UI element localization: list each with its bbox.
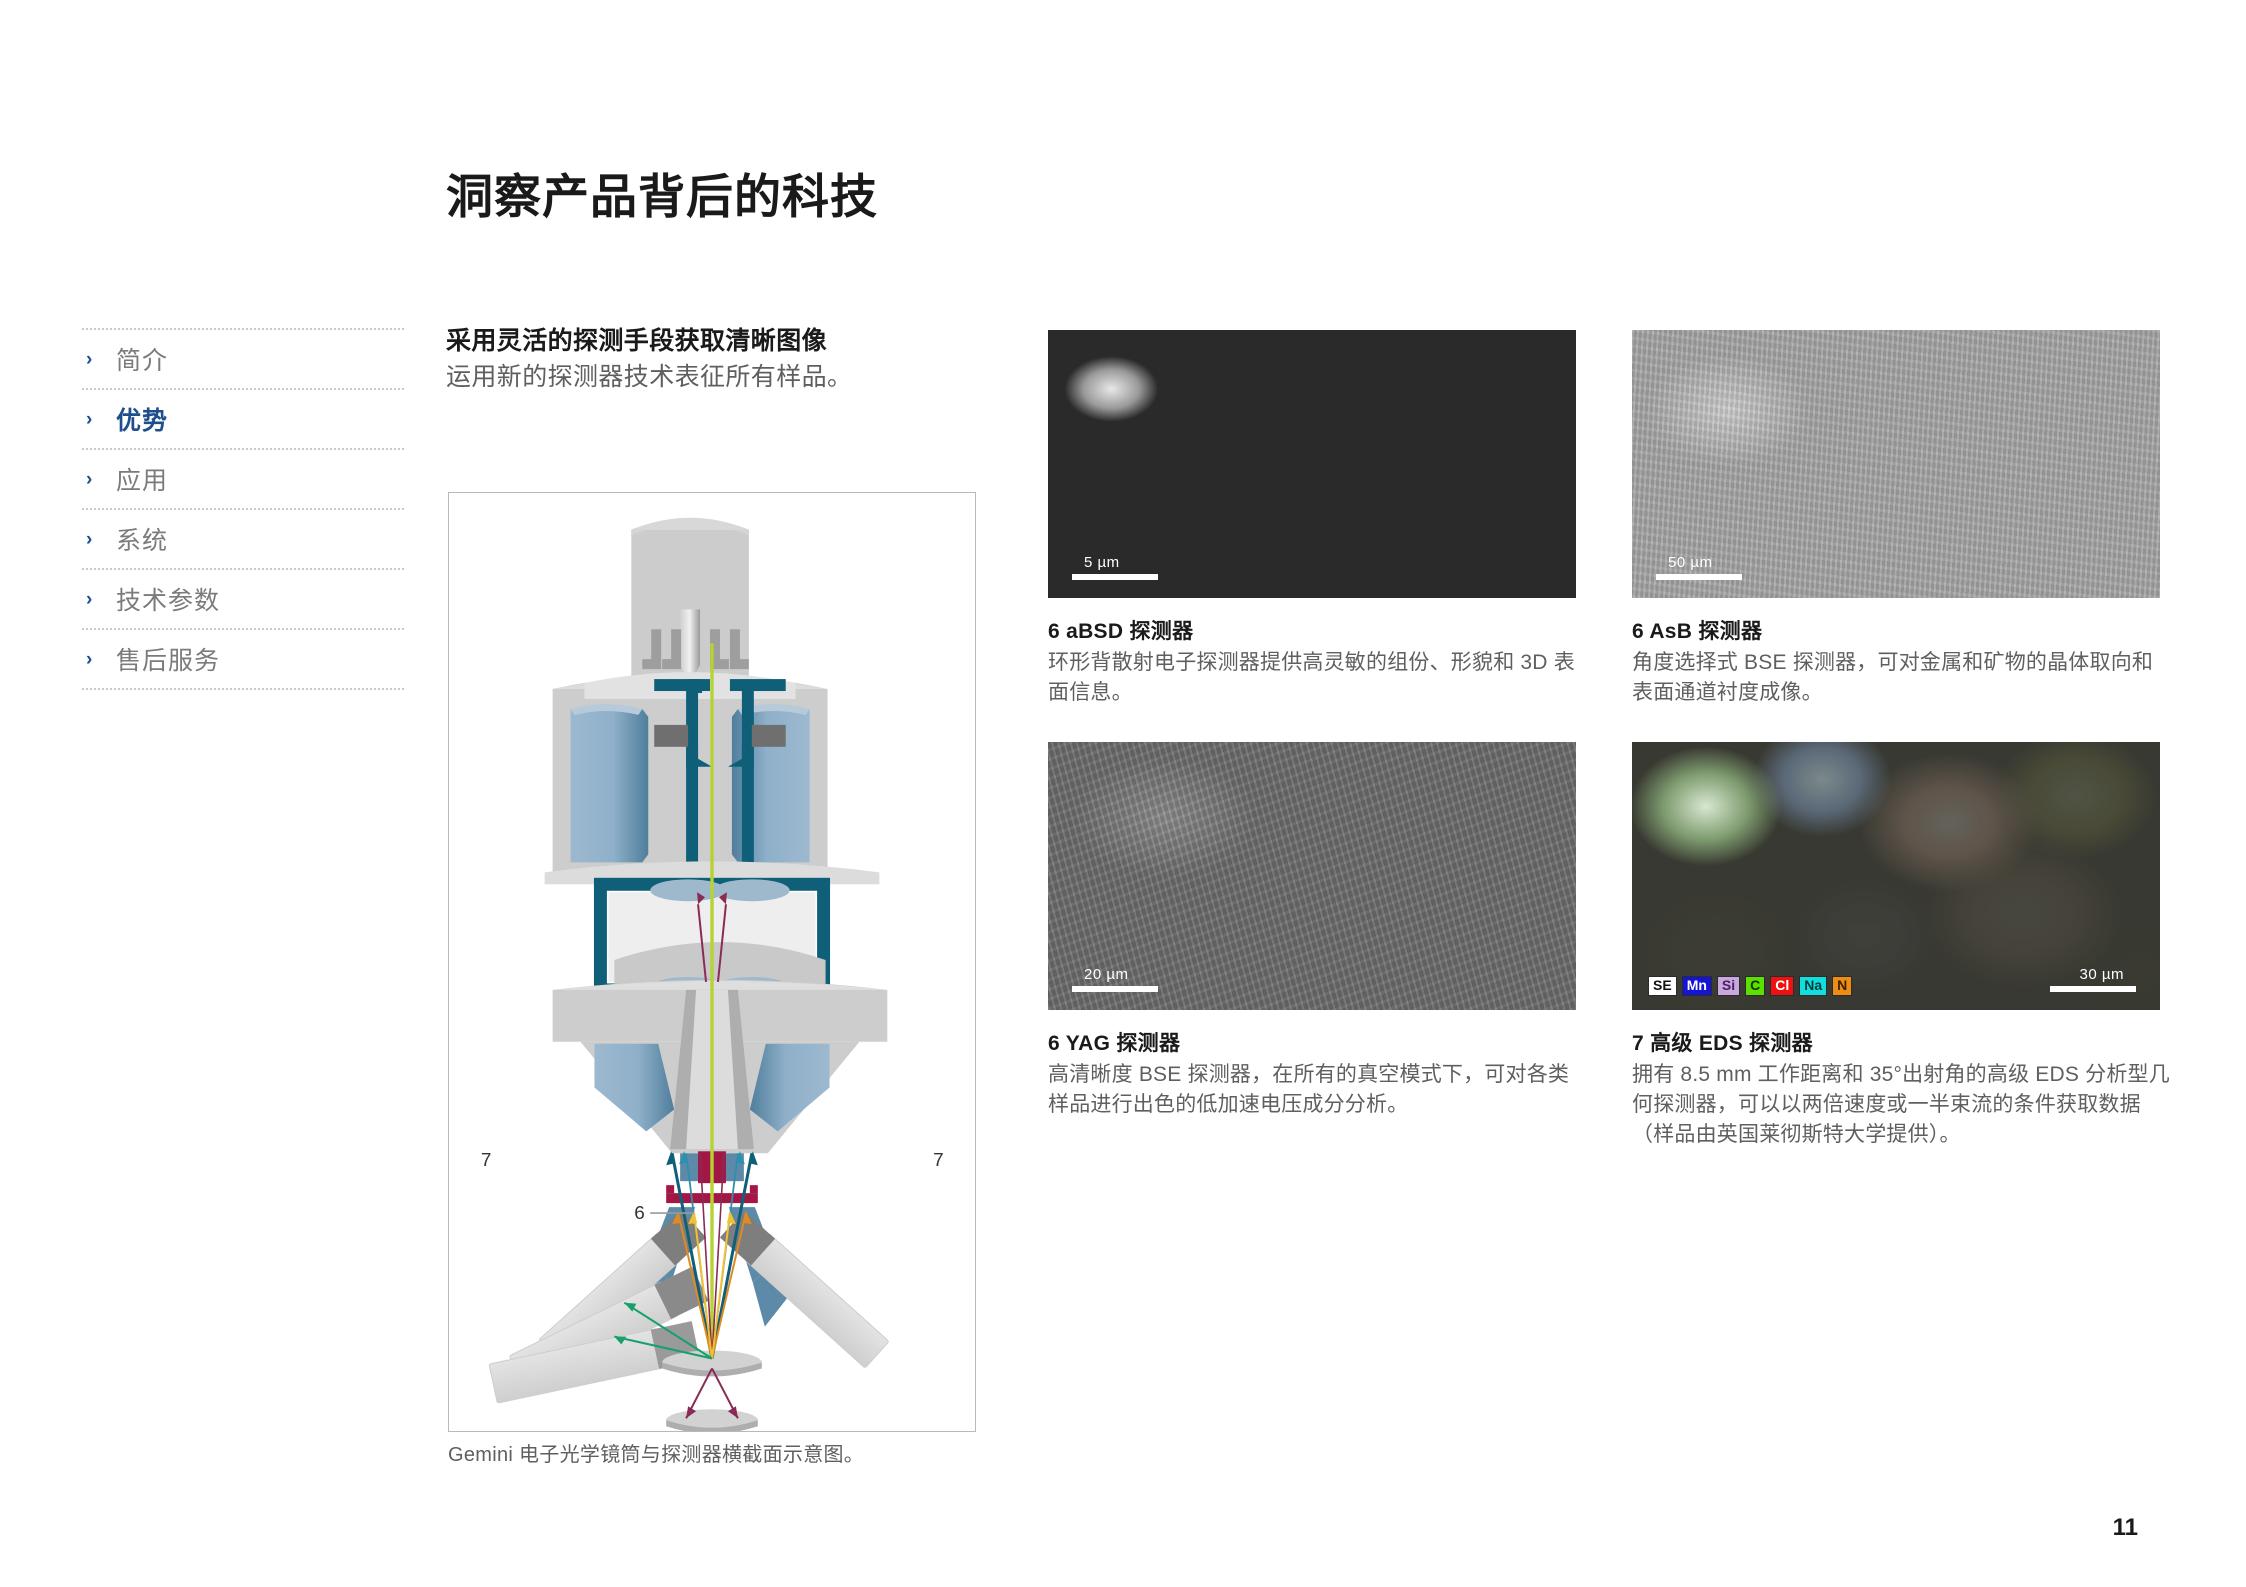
sidebar-item-intro[interactable]: › 简介: [82, 330, 404, 388]
figure-title: 6 AsB 探测器: [1632, 620, 1763, 643]
eds-chip-n: N: [1832, 976, 1853, 996]
figure-absd: 5 µm 6 aBSD 探测器 环形背散射电子探测器提供高灵敏的组份、形貌和 3…: [1048, 330, 1588, 708]
sidebar-item-applications[interactable]: › 应用: [82, 450, 404, 508]
figure-body: 角度选择式 BSE 探测器，可对金属和矿物的晶体取向和表面通道衬度成像。: [1632, 651, 2154, 704]
page-number: 11: [2112, 1514, 2138, 1541]
micrograph-texture: [1632, 330, 2160, 598]
sidebar-item-label: 系统: [116, 527, 169, 555]
sidebar-item-label: 简介: [116, 347, 169, 375]
beam-rays: [614, 643, 758, 1419]
sidebar-item-label: 售后服务: [116, 647, 221, 675]
sidebar-item-service[interactable]: › 售后服务: [82, 630, 404, 688]
sidebar-item-label: 应用: [116, 467, 169, 495]
figure-asb: 50 µm 6 AsB 探测器 角度选择式 BSE 探测器，可对金属和矿物的晶体…: [1632, 330, 2172, 708]
chevron-right-icon: ›: [86, 588, 93, 610]
figure-title: 7 高级 EDS 探测器: [1632, 1032, 1813, 1055]
figure-yag: 20 µm 6 YAG 探测器 高清晰度 BSE 探测器，在所有的真空模式下，可…: [1048, 742, 1588, 1120]
scale-bar-line: [2050, 986, 2136, 992]
nav-divider: [82, 628, 404, 630]
intro-subheading: 运用新的探测器技术表征所有样品。: [446, 362, 853, 391]
gemini-column-diagram: 7 7 6: [448, 492, 976, 1432]
eds-chip-c: C: [1745, 976, 1766, 996]
sidebar-nav: › 简介 › 优势 › 应用 › 系统 › 技术参数 › 售后服务: [82, 328, 404, 690]
chevron-right-icon: ›: [86, 468, 93, 490]
chevron-right-icon: ›: [86, 348, 93, 370]
callout-7-right: 7: [933, 1150, 944, 1171]
sidebar-item-label: 技术参数: [116, 587, 221, 615]
eds-chip-mn: Mn: [1681, 976, 1712, 996]
eds-chip-cl: Cl: [1770, 976, 1795, 996]
eds-chip-na: Na: [1799, 976, 1828, 996]
sidebar-item-advantages[interactable]: › 优势: [82, 390, 404, 448]
scale-bar-yag: 20 µm: [1072, 966, 1158, 992]
micrograph-absd: 5 µm: [1048, 330, 1576, 598]
scale-bar-absd: 5 µm: [1072, 554, 1158, 580]
scale-bar-line: [1072, 986, 1158, 992]
diagram-caption: Gemini 电子光学镜筒与探测器横截面示意图。: [448, 1444, 865, 1466]
nav-divider: [82, 688, 404, 690]
eds-element-legend: SE Mn Si C Cl Na N: [1648, 976, 1853, 996]
diagram-callouts: 7 7 6: [481, 1150, 944, 1224]
intro-heading: 采用灵活的探测手段获取清晰图像: [446, 327, 828, 355]
final-lens-body: [552, 979, 888, 1154]
eds-chip-si: Si: [1716, 976, 1741, 996]
micrograph-texture: [1048, 742, 1576, 1010]
figure-body: 环形背散射电子探测器提供高灵敏的组份、形貌和 3D 表面信息。: [1048, 651, 1575, 704]
chevron-right-icon: ›: [86, 648, 93, 670]
diagram-svg: 7 7 6: [481, 517, 944, 1431]
nav-divider: [82, 448, 404, 450]
scale-bar-asb: 50 µm: [1656, 554, 1742, 580]
callout-6: 6: [634, 1203, 645, 1224]
figure-eds: SE Mn Si C Cl Na N 30 µm 7 高级 EDS 探测器 拥有…: [1632, 742, 2172, 1149]
scale-bar-label: 30 µm: [2079, 966, 2124, 983]
micrograph-asb: 50 µm: [1632, 330, 2160, 598]
nav-divider: [82, 508, 404, 510]
chevron-right-icon: ›: [86, 408, 93, 430]
figure-title: 6 YAG 探测器: [1048, 1032, 1181, 1055]
micrograph-texture: [1048, 330, 1576, 598]
scale-bar-label: 5 µm: [1084, 554, 1120, 571]
page-title: 洞察产品背后的科技: [446, 170, 878, 223]
figure-body: 高清晰度 BSE 探测器，在所有的真空模式下，可对各类样品进行出色的低加速电压成…: [1048, 1063, 1570, 1116]
nav-divider: [82, 328, 404, 330]
figure-body: 拥有 8.5 mm 工作距离和 35°出射角的高级 EDS 分析型几何探测器，可…: [1632, 1063, 2170, 1146]
intro-block: 采用灵活的探测手段获取清晰图像 运用新的探测器技术表征所有样品。: [446, 325, 866, 395]
sample-stage: [662, 1350, 762, 1431]
eds-chip-se: SE: [1648, 976, 1677, 996]
magnet-block-left: [570, 703, 649, 863]
nav-divider: [82, 568, 404, 570]
scale-bar-eds: 30 µm: [2050, 966, 2136, 992]
scale-bar-line: [1072, 574, 1158, 580]
emitter-tip: [680, 609, 701, 684]
micrograph-texture: [1632, 742, 2160, 1010]
micrograph-eds: SE Mn Si C Cl Na N 30 µm: [1632, 742, 2160, 1010]
figure-title: 6 aBSD 探测器: [1048, 620, 1194, 643]
micrograph-yag: 20 µm: [1048, 742, 1576, 1010]
nav-divider: [82, 388, 404, 390]
scale-bar-line: [1656, 574, 1742, 580]
scale-bar-label: 50 µm: [1668, 554, 1713, 571]
external-detector-arms: [488, 1210, 889, 1404]
chevron-right-icon: ›: [86, 528, 93, 550]
scale-bar-label: 20 µm: [1084, 966, 1129, 983]
sidebar-item-specifications[interactable]: › 技术参数: [82, 570, 404, 628]
sidebar-item-system[interactable]: › 系统: [82, 510, 404, 568]
sidebar-item-label: 优势: [116, 407, 169, 435]
callout-7-left: 7: [481, 1150, 492, 1171]
